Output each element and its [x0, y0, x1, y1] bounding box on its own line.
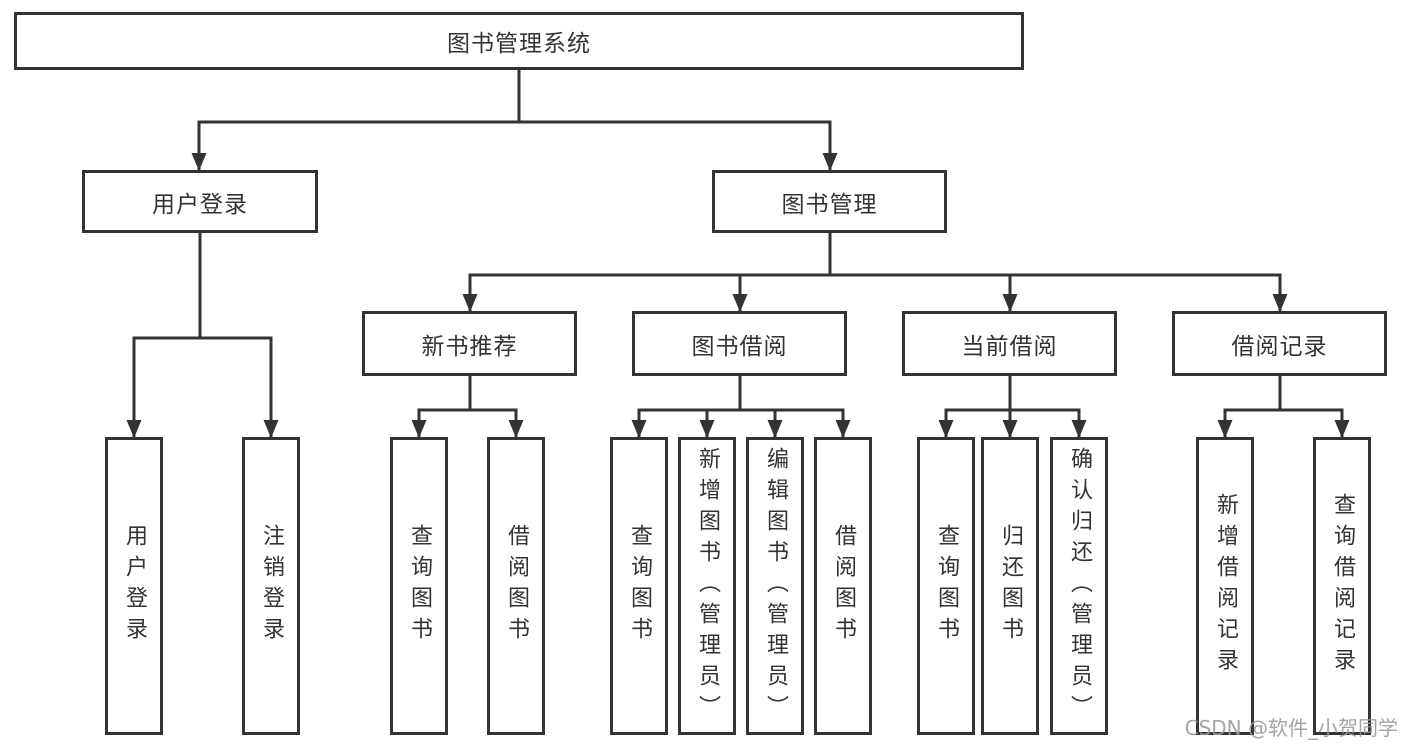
- node-book-borrowing: 图书借阅: [632, 311, 847, 376]
- leaf-query-books-borrow: 查询图书: [610, 437, 668, 735]
- node-borrowing-records: 借阅记录: [1172, 311, 1387, 376]
- leaf-query-borrow-record: 查询借阅记录: [1313, 437, 1371, 735]
- leaf-query-books-current: 查询图书: [917, 437, 975, 735]
- leaf-borrow-books-recommend: 借阅图书: [487, 437, 545, 735]
- leaf-add-books-admin: 新增图书（管理员）: [678, 437, 736, 735]
- node-user-login: 用户登录: [82, 170, 318, 233]
- node-book-management: 图书管理: [712, 170, 947, 233]
- node-current-borrowing: 当前借阅: [902, 311, 1117, 376]
- leaf-edit-books-admin: 编辑图书（管理员）: [746, 437, 804, 735]
- watermark: CSDN @软件_小贺同学: [1184, 716, 1398, 740]
- node-book-management-system: 图书管理系统: [14, 12, 1024, 70]
- leaf-add-borrow-record: 新增借阅记录: [1196, 437, 1254, 735]
- node-new-book-recommendation: 新书推荐: [362, 311, 577, 376]
- leaf-borrow-books: 借阅图书: [814, 437, 872, 735]
- leaf-query-books-recommend: 查询图书: [390, 437, 448, 735]
- leaf-user-login: 用户登录: [105, 437, 163, 735]
- leaf-confirm-return-admin: 确认归还（管理员）: [1050, 437, 1108, 735]
- leaf-return-books: 归还图书: [981, 437, 1039, 735]
- leaf-logout: 注销登录: [242, 437, 300, 735]
